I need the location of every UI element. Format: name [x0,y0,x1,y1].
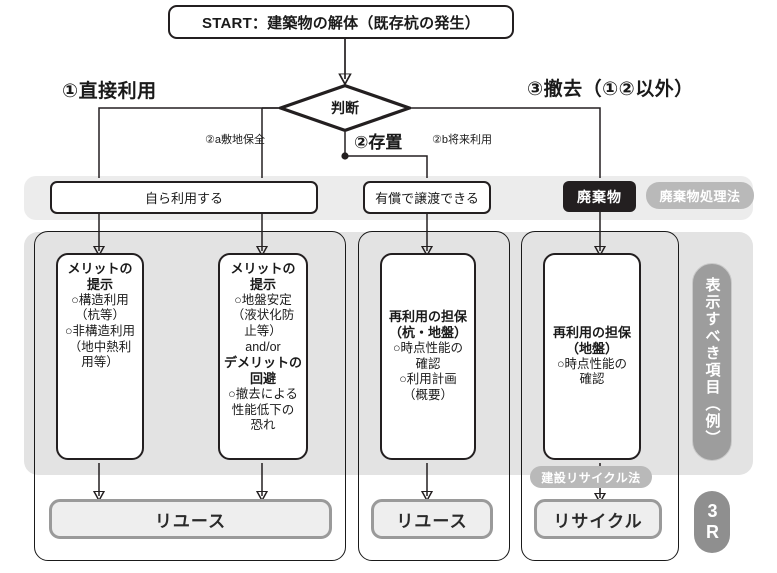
detail-line: ○時点性能の [556,356,628,371]
detail-line: ○撤去による [228,386,298,401]
detail-line: and/or [245,339,281,354]
detail-line: 恐れ [250,418,276,433]
detail-line: 提示 [86,276,113,292]
detail-line: メリットの [230,261,296,276]
detail-line: ○時点性能の [392,341,464,356]
tag-waste-disposal-law: 廃棄物処理法 [646,182,754,209]
detail-line: （地中熱利 [68,339,132,354]
detail-line: ○非構造利用 [64,323,136,338]
row-box-self-use: 自ら利用する [50,181,318,214]
branch-label-direct-use: ①直接利用 [62,81,157,102]
result-box-reuse-mid: リユース [371,499,493,539]
badge-3r: 3R [694,491,730,553]
result-box-recycle: リサイクル [534,499,662,539]
branch-label-removal: ③撤去（①②以外） [527,79,694,100]
detail-line: 止等） [244,323,282,338]
detail-line: ○構造利用 [71,292,129,307]
detail-line: （杭・地盤） [388,325,467,341]
detail-line: ○地盤安定 [234,292,292,307]
result-box-reuse-left: リユース [49,499,332,539]
group-container-retain-b [358,231,510,561]
detail-line: デメリットの [224,355,303,371]
detail-line: 再利用の担保 [552,325,631,341]
branch-label-retain: ②存置 [354,133,403,152]
detail-line: メリットの [67,261,133,276]
detail-line: 用等） [81,355,119,370]
detail-line: 提示 [249,276,276,292]
detail-line: 再利用の担保 [388,309,467,325]
detail-line: 性能低下の [231,402,295,417]
start-box: START：建築物の解体（既存杭の発生） [168,5,514,39]
detail-line: ○利用計画 [399,372,457,387]
side-label-items-to-display: 表示すべき項目（例） [692,263,732,461]
detail-line: （地盤） [565,340,618,356]
decision-diamond [279,84,411,132]
detail-line: 確認 [579,372,605,387]
detail-box-reuse-guarantee-pile-ground: 再利用の担保 （杭・地盤） ○時点性能の 確認 ○利用計画 （概要） [380,253,476,460]
detail-box-reuse-guarantee-ground: 再利用の担保 （地盤） ○時点性能の 確認 [543,253,641,460]
detail-line: 確認 [415,356,441,371]
detail-line: （概要） [402,387,453,402]
group-container-direct-use [34,231,346,561]
detail-line: （杭等） [74,308,125,323]
detail-line: （液状化防 [231,308,295,323]
tag-construction-recycling-law: 建設リサイクル法 [530,466,652,488]
row-box-paid-transfer: 有償で譲渡できる [363,181,491,214]
decision-label: 判断 [331,100,359,116]
branch-label-site-preservation: ②a敷地保全 [205,134,265,146]
row-box-waste: 廃棄物 [563,181,636,212]
detail-line: 回避 [249,371,276,387]
detail-box-merit-structural: メリットの 提示 ○構造利用 （杭等） ○非構造利用 （地中熱利 用等） [56,253,144,460]
branch-label-future-use: ②b将来利用 [432,134,492,146]
detail-box-merit-ground: メリットの 提示 ○地盤安定 （液状化防 止等） and/or デメリットの 回… [218,253,308,460]
